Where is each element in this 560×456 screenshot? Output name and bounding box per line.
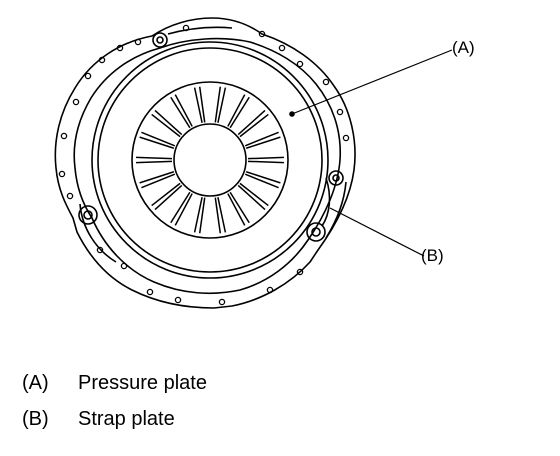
strap-boss-left [78,205,98,225]
diaphragm-finger-slot [151,182,181,207]
pressure-plate-inner [97,47,323,273]
diaphragm-finger-slot [170,191,191,224]
diaphragm-finger-slot [154,184,183,211]
bolt-hole [296,268,304,276]
diaphragm-finger-slot [239,182,269,207]
leader-line-a [291,49,453,115]
legend-key: (A) [22,372,49,394]
bolt-hole [218,298,226,306]
bolt-hole [134,38,142,46]
bolt-hole [278,44,286,52]
bolt-hole [66,192,74,200]
bolt-hole [342,134,350,142]
bolt-hole [322,78,330,86]
callout-label-a: (A) [452,38,475,57]
strap-boss-right [306,222,326,242]
diaphragm-finger-slot [151,113,181,138]
strap-plate-right [321,177,331,227]
diaphragm-finger-slot [214,86,222,123]
cover-flange [73,37,342,295]
callout-label-b: (B) [421,246,444,265]
bolt-hole [174,296,182,304]
bolt-hole [258,30,266,38]
diaphragm-finger-slot [237,109,266,136]
leader-dot-a [289,111,295,117]
diaphragm-finger-slot [237,184,266,211]
cover-bolt-holes [58,24,350,306]
diaphragm-finger-slot [227,193,246,226]
diaphragm-finger-slot [141,173,176,189]
bolt-hole [84,72,92,80]
diaphragm-finger-slot [174,193,193,226]
bolt-hole [336,108,344,116]
diaphragm-finger-slot [139,171,175,184]
diaphragm-fingers [136,86,284,234]
strap-plate-top [167,26,233,35]
strap-boss-top [152,32,168,48]
strap-plate-left [79,203,117,263]
bolt-hole [146,288,154,296]
diaphragm-finger-slot [217,197,227,233]
diaphragm-finger-slot [193,197,203,233]
bolt-hole [58,170,66,178]
diaphragm-finger-slot [174,94,193,127]
legend-text: Pressure plate [78,372,207,394]
bolt-hole [96,246,104,254]
diaphragm-finger-slot [136,160,173,164]
diaphragm-finger-slot [198,86,206,123]
diaphragm-finger-slot [141,131,176,147]
diaphragm-finger-slot [247,156,284,160]
legend-key: (B) [22,408,49,430]
diaphragm-finger-slot [214,197,222,234]
legend-text: Strap plate [78,408,175,430]
bolt-hole [116,44,124,52]
bolt-hole [98,56,106,64]
diaphragm-finger-slot [154,109,183,136]
bolt-hole [72,98,80,106]
diaphragm-finger-slot [217,87,227,123]
diaphragm-finger-slot [229,96,250,129]
bolt-hole [296,60,304,68]
diaphragm-finger-slot [193,87,203,123]
bolt-hole [120,262,128,270]
diaphragm-finger-slot [198,197,206,234]
bolt-hole [182,24,190,32]
legend-row-a: (A) Pressure plate [22,371,207,395]
diaphragm-finger-slot [247,160,284,164]
diaphragm-finger-slot [239,113,269,138]
pressure-plate-ring [91,41,329,279]
diaphragm-finger-slot [244,131,279,147]
diaphragm-finger-slot [229,191,250,224]
clutch-cover-diagram [54,17,453,309]
diaphragm-center [173,123,247,197]
diaphragm-finger-slot [227,94,246,127]
bolt-hole [266,286,274,294]
legend-row-b: (B) Strap plate [22,407,175,431]
diaphragm-spring [131,81,289,239]
strap-boss-rr [328,170,344,186]
diaphragm-finger-slot [136,156,173,160]
diaphragm-finger-slot [245,171,281,184]
diaphragm-finger-slot [244,173,279,189]
diaphragm-finger-slot [245,136,281,149]
cover-outline [54,17,356,309]
leader-line-b [329,207,425,257]
diaphragm-finger-slot [139,136,175,149]
bolt-hole [60,132,68,140]
diaphragm-finger-slot [170,96,191,129]
